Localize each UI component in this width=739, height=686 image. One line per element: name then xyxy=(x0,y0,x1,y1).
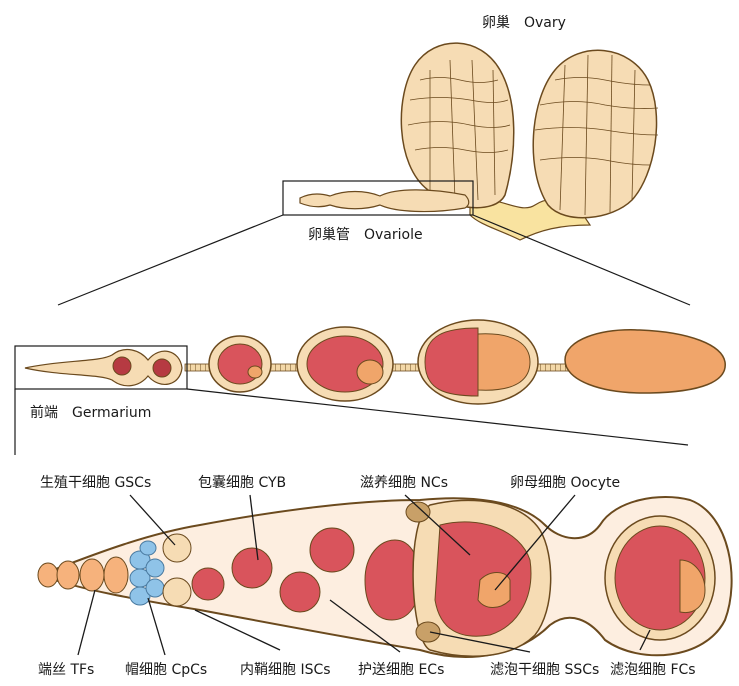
label-fc: 滤泡细胞 FCs xyxy=(610,659,696,679)
label-isc: 内鞘细胞 ISCs xyxy=(240,659,331,679)
label-ssc: 滤泡干细胞 SSCs xyxy=(490,659,599,679)
label-gsc: 生殖干细胞 GSCs xyxy=(40,472,151,492)
label-cyb: 包囊细胞 CYB xyxy=(198,472,286,492)
label-nc: 滋养细胞 NCs xyxy=(360,472,448,492)
germarium-detail xyxy=(38,497,732,657)
label-oocyte: 卵母细胞 Oocyte xyxy=(510,472,620,492)
label-tf: 端丝 TFs xyxy=(38,659,94,679)
label-germarium: 前端 Germarium xyxy=(30,402,151,422)
label-cpc: 帽细胞 CpCs xyxy=(125,659,207,679)
label-ovariole: 卵巢管 Ovariole xyxy=(308,224,423,244)
ovary-pair xyxy=(283,43,658,240)
label-ovary: 卵巢 Ovary xyxy=(482,12,566,32)
ovariole-strip xyxy=(15,320,725,404)
label-ec: 护送细胞 ECs xyxy=(358,659,444,679)
